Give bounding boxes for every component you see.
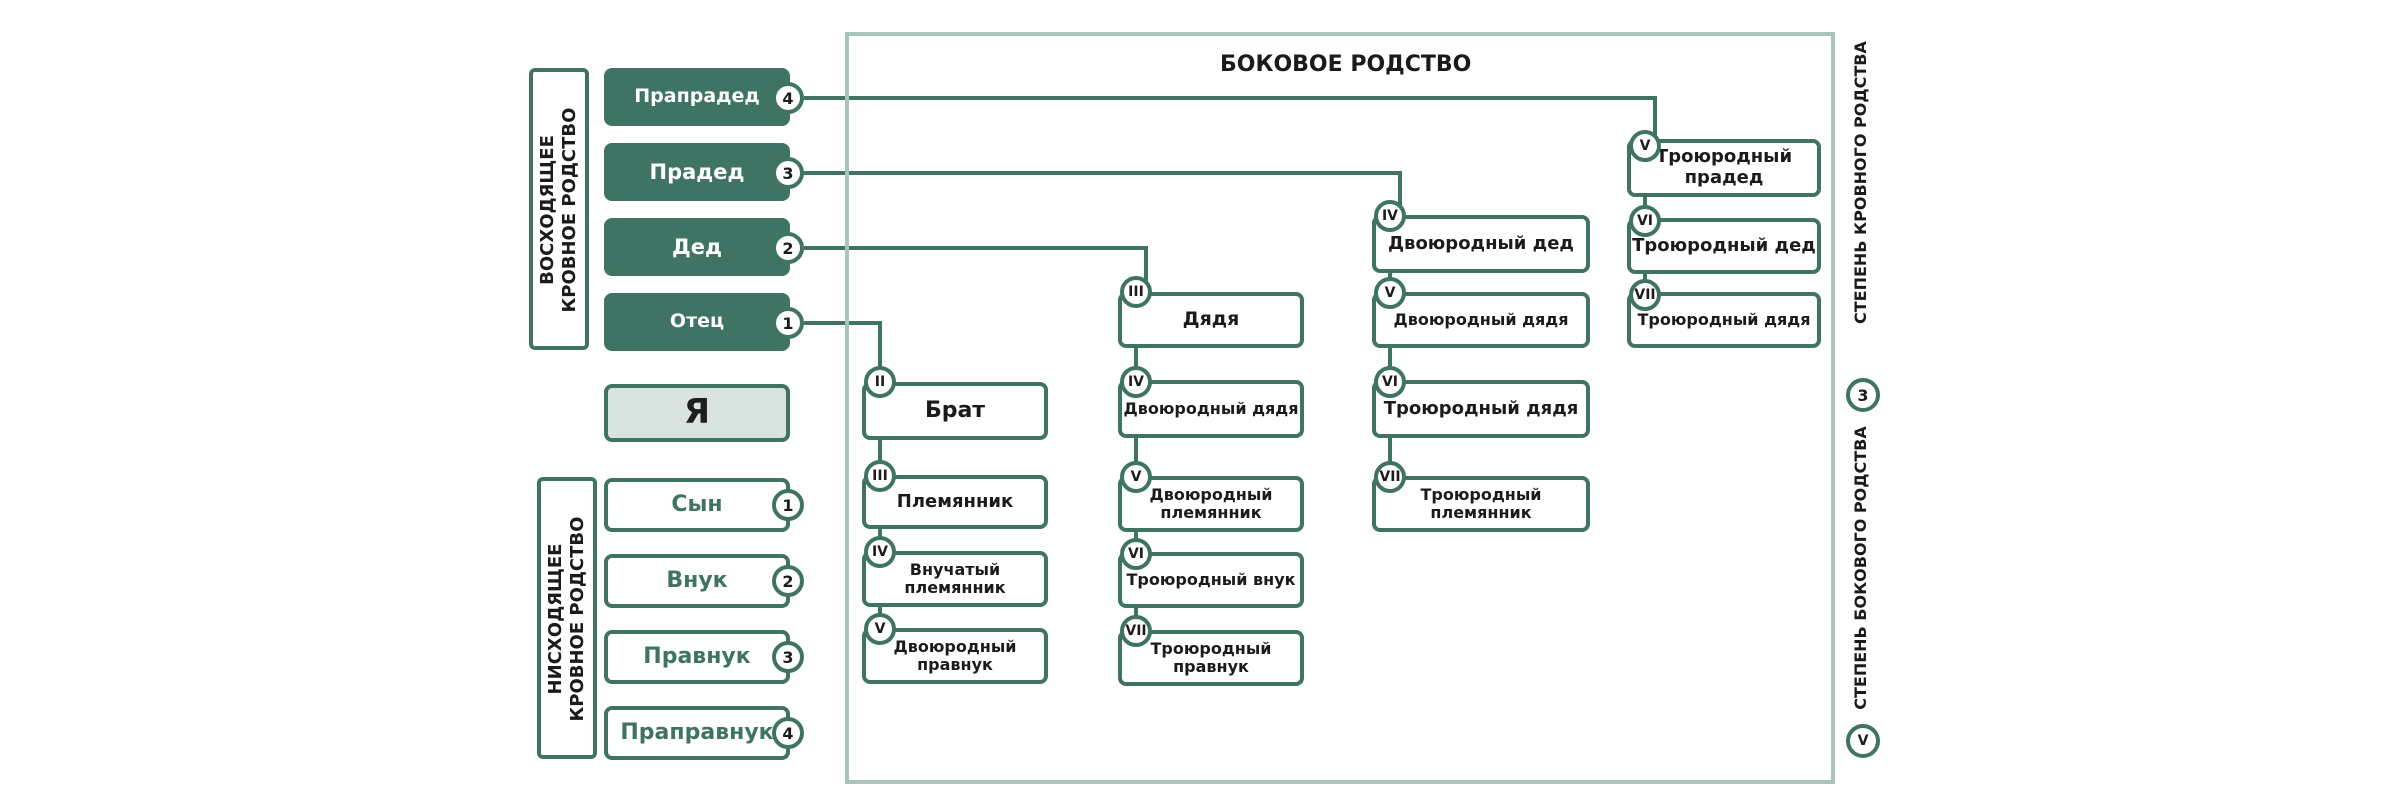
collateral-degree-badge: V (1629, 130, 1661, 162)
relative-second-cousin-uncle: Троюродный дядя (1372, 380, 1590, 438)
collateral-degree-badge: VI (1120, 538, 1152, 570)
collateral-degree-badge: III (864, 460, 896, 492)
legend-blood-degree-symbol: 3 (1846, 378, 1880, 412)
ancestor-great-great-grandfather: Прапрадед (604, 68, 790, 126)
ancestor-grandfather: Дед (604, 218, 790, 276)
collateral-degree-badge: III (1120, 276, 1152, 308)
relative-grandnephew: Внучатый племянник (862, 551, 1048, 607)
collateral-degree-badge: VI (1629, 205, 1661, 237)
collateral-degree-badge: II (864, 366, 896, 398)
collateral-degree-badge: VII (1629, 279, 1661, 311)
connector-line (804, 96, 1657, 140)
descendant-grandson: Внук (604, 554, 790, 608)
relative-nephew: Племянник (862, 475, 1048, 529)
collateral-degree-badge: VII (1120, 615, 1152, 647)
diagram-title: БОКОВОЕ РОДСТВО (1220, 52, 1472, 77)
connector-line (804, 321, 882, 383)
collateral-degree-badge: IV (1374, 200, 1406, 232)
collateral-degree-badge: IV (864, 536, 896, 568)
blood-degree-badge: 3 (772, 641, 804, 673)
relative-first-cousin-grandfather: Двоюродный дед (1372, 215, 1590, 273)
relative-second-cousin-grandfather: Троюродный дед (1627, 218, 1821, 274)
descendant-great-grandson: Правнук (604, 630, 790, 684)
blood-degree-badge: 2 (772, 232, 804, 264)
descendant-son: Сын (604, 478, 790, 532)
legend-collateral-degree-symbol: V (1846, 724, 1880, 758)
collateral-degree-badge: VII (1374, 461, 1406, 493)
collateral-panel (845, 32, 1835, 784)
relative-second-cousin-great-grandson: Двоюродный правнук (862, 628, 1048, 684)
relative-first-cousin-uncle: Двоюродный дядя (1118, 380, 1304, 438)
connector-line (804, 171, 1402, 216)
connector-line (804, 246, 1148, 292)
relative-brother: Брат (862, 382, 1048, 440)
ancestor-great-grandfather: Прадед (604, 143, 790, 201)
blood-degree-badge: 1 (772, 489, 804, 521)
ascending-bracket (529, 68, 589, 350)
blood-degree-badge: 3 (772, 157, 804, 189)
descending-bracket (537, 477, 597, 759)
self-box: Я (604, 384, 790, 442)
ancestor-father: Отец (604, 293, 790, 351)
collateral-degree-badge: IV (1120, 366, 1152, 398)
relative-uncle: Дядя (1118, 292, 1304, 348)
blood-degree-badge: 4 (772, 717, 804, 749)
blood-degree-badge: 1 (772, 307, 804, 339)
relative-first-cousin-uncle: Двоюродный дядя (1372, 292, 1590, 348)
collateral-degree-badge: V (1120, 461, 1152, 493)
collateral-degree-badge: V (864, 613, 896, 645)
relative-second-cousin-nephew: Троюродный племянник (1372, 476, 1590, 532)
collateral-degree-badge: V (1374, 277, 1406, 309)
collateral-degree-badge: VI (1374, 366, 1406, 398)
blood-degree-badge: 4 (772, 82, 804, 114)
blood-degree-badge: 2 (772, 565, 804, 597)
descendant-great-great-grandson: Праправнук (604, 706, 790, 760)
